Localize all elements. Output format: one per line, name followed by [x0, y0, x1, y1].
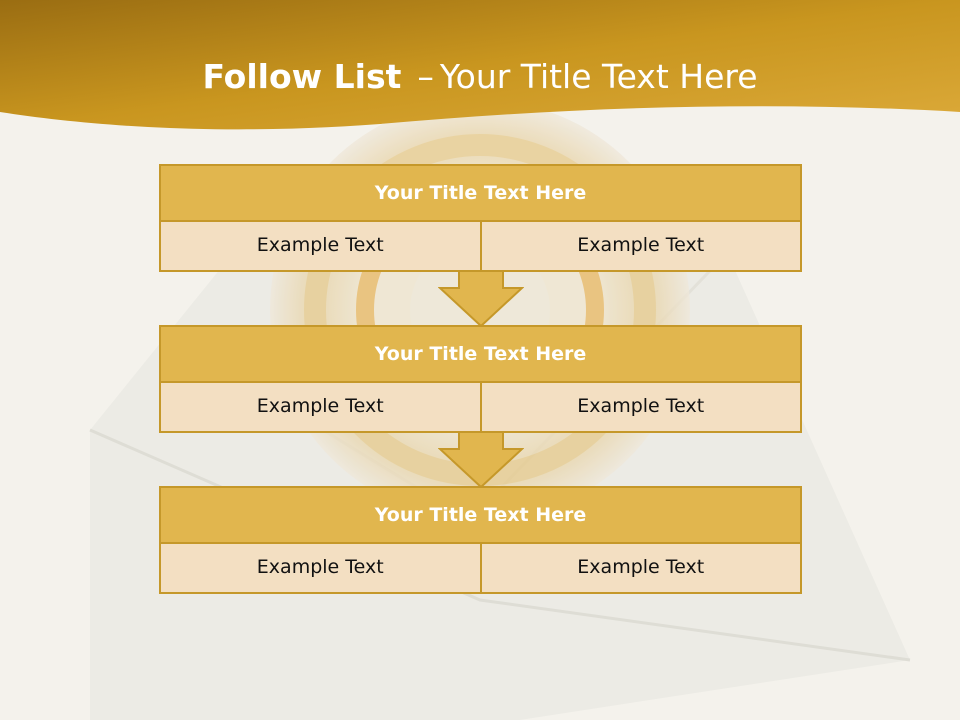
step-cell-left: Example Text	[161, 222, 480, 270]
step-block-2: Your Title Text Here Example Text Exampl…	[159, 325, 802, 433]
step-block-1: Your Title Text Here Example Text Exampl…	[159, 164, 802, 272]
step-block-3: Your Title Text Here Example Text Exampl…	[159, 486, 802, 594]
down-arrow-icon	[438, 270, 524, 328]
step-cell-right: Example Text	[479, 222, 800, 270]
step-row: Example Text Example Text	[159, 544, 802, 594]
step-cell-right: Example Text	[479, 544, 800, 592]
step-title: Your Title Text Here	[159, 486, 802, 544]
step-cell-left: Example Text	[161, 544, 480, 592]
slide-title-dash: –	[417, 57, 434, 96]
slide-title-bold: Follow List	[202, 57, 402, 96]
step-cell-right: Example Text	[479, 383, 800, 431]
step-row: Example Text Example Text	[159, 222, 802, 272]
step-row: Example Text Example Text	[159, 383, 802, 433]
header-banner	[0, 0, 960, 130]
slide-title-rest: Your Title Text Here	[439, 57, 758, 96]
step-title: Your Title Text Here	[159, 164, 802, 222]
step-cell-left: Example Text	[161, 383, 480, 431]
down-arrow-icon	[438, 431, 524, 489]
slide-title: Follow List–Your Title Text Here	[0, 52, 960, 102]
step-title: Your Title Text Here	[159, 325, 802, 383]
